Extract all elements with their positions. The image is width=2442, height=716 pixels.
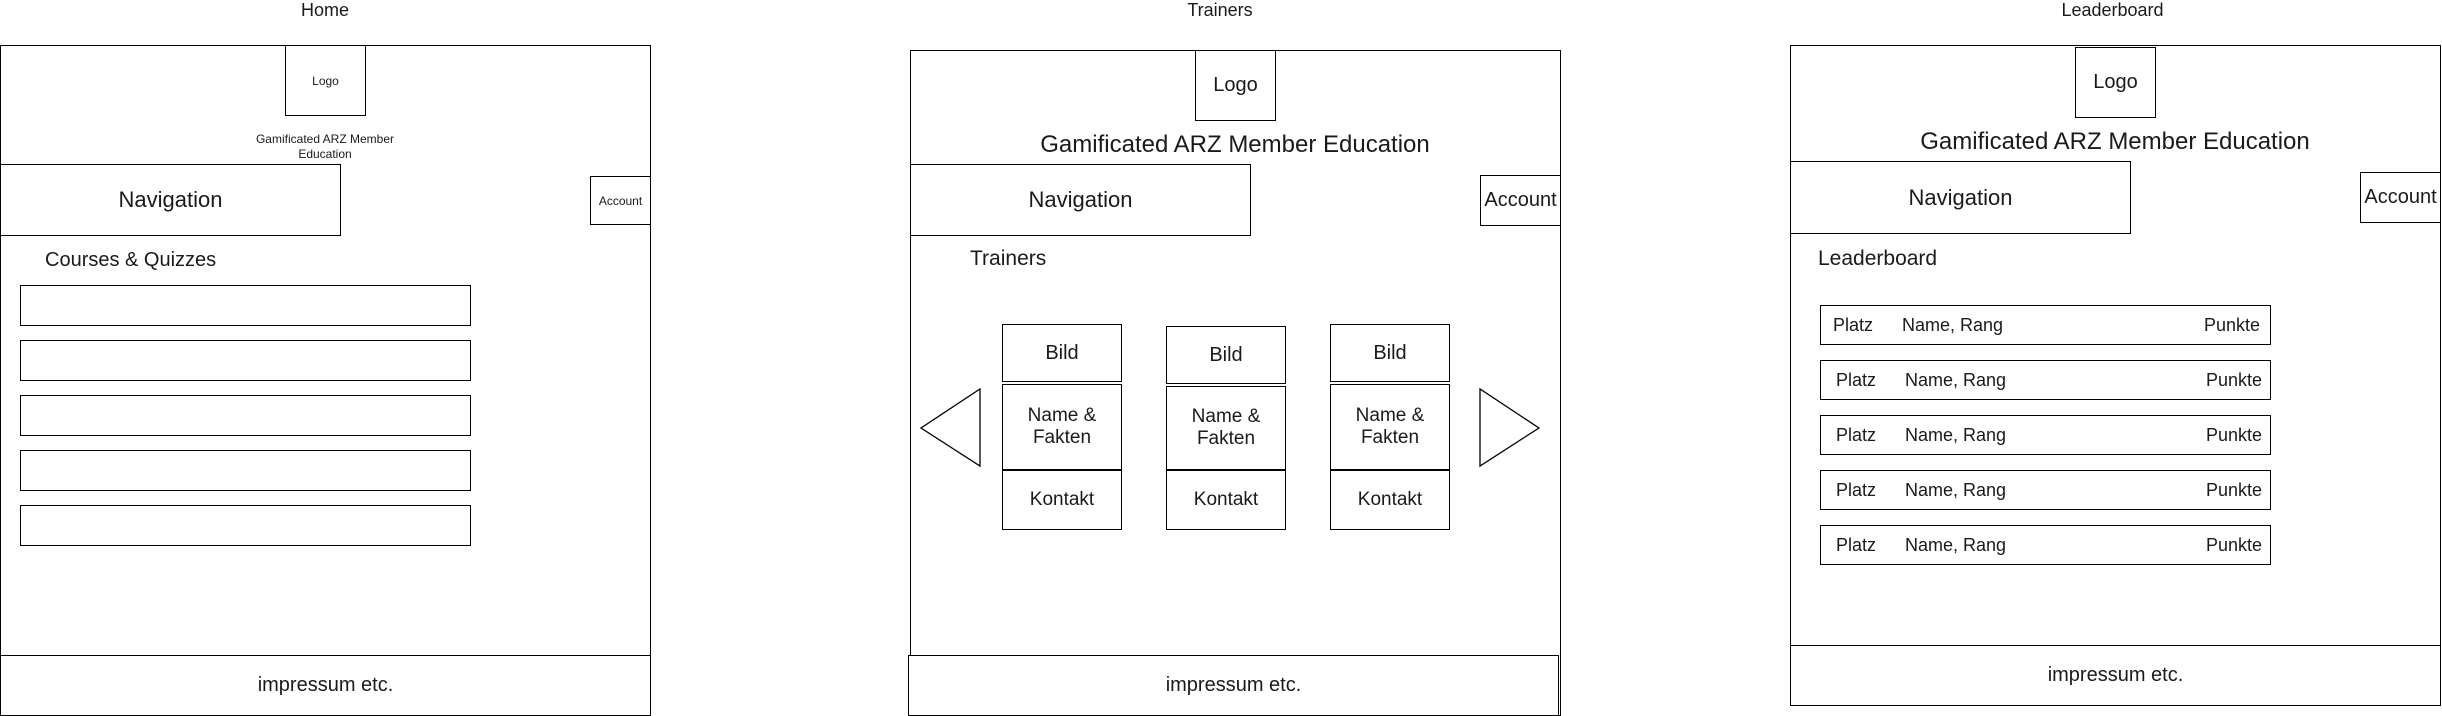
home-app-title: Gamificated ARZ Member Education (255, 132, 395, 161)
home-page-title: Home (300, 0, 349, 20)
trainer-card-image: Bild (1166, 326, 1286, 384)
trainer-card-name: Name & Fakten (1330, 384, 1450, 470)
leaderboard-name: Name, Rang (1902, 314, 2004, 335)
trainers-account-button[interactable]: Account (1480, 175, 1561, 226)
leaderboard-footer: impressum etc. (1790, 645, 2441, 706)
home-footer: impressum etc. (0, 655, 651, 716)
leaderboard-place: Platz (1836, 479, 1877, 500)
course-item[interactable] (20, 505, 471, 546)
leaderboard-points: Punkte (2205, 369, 2262, 390)
leaderboard-page-title: Leaderboard (2061, 0, 2164, 20)
leaderboard-name: Name, Rang (1905, 534, 2007, 555)
leaderboard-points: Punkte (2205, 479, 2262, 500)
leaderboard-row: Platz Name, Rang Punkte (1820, 470, 2271, 510)
trainer-card-contact[interactable]: Kontakt (1330, 470, 1450, 530)
trainer-card-contact[interactable]: Kontakt (1166, 470, 1286, 530)
trainers-page-title: Trainers (1187, 0, 1253, 20)
trainers-navigation[interactable]: Navigation (910, 164, 1251, 236)
course-item[interactable] (20, 340, 471, 381)
trainers-section-heading: Trainers (970, 247, 1047, 270)
leaderboard-name: Name, Rang (1905, 369, 2007, 390)
leaderboard-logo: Logo (2075, 47, 2156, 118)
arrow-left-icon[interactable] (918, 385, 982, 470)
leaderboard-navigation[interactable]: Navigation (1790, 161, 2131, 234)
course-item[interactable] (20, 395, 471, 436)
trainers-footer: impressum etc. (908, 655, 1559, 716)
leaderboard-row: Platz Name, Rang Punkte (1820, 415, 2271, 455)
home-navigation[interactable]: Navigation (0, 164, 341, 236)
home-section-heading: Courses & Quizzes (45, 249, 217, 271)
leaderboard-app-title: Gamificated ARZ Member Education (1920, 128, 2310, 155)
leaderboard-points: Punkte (2205, 424, 2262, 445)
leaderboard-name: Name, Rang (1905, 424, 2007, 445)
trainer-card-name: Name & Fakten (1166, 386, 1286, 470)
trainers-app-title: Gamificated ARZ Member Education (1040, 131, 1430, 158)
trainers-logo: Logo (1195, 50, 1276, 121)
leaderboard-account-button[interactable]: Account (2360, 172, 2441, 223)
trainer-card-name: Name & Fakten (1002, 384, 1122, 470)
leaderboard-place: Platz (1833, 314, 1874, 335)
leaderboard-points: Punkte (2205, 534, 2262, 555)
leaderboard-row: Platz Name, Rang Punkte (1820, 360, 2271, 400)
leaderboard-section-heading: Leaderboard (1818, 247, 1938, 270)
leaderboard-place: Platz (1836, 369, 1877, 390)
course-item[interactable] (20, 450, 471, 491)
leaderboard-points: Punkte (2203, 314, 2260, 335)
leaderboard-row: Platz Name, Rang Punkte (1820, 525, 2271, 565)
home-logo: Logo (285, 45, 366, 116)
leaderboard-place: Platz (1836, 534, 1877, 555)
home-account-button[interactable]: Account (590, 176, 651, 225)
trainer-card-image: Bild (1330, 324, 1450, 382)
course-item[interactable] (20, 285, 471, 326)
trainer-card-contact[interactable]: Kontakt (1002, 470, 1122, 530)
leaderboard-name: Name, Rang (1905, 479, 2007, 500)
leaderboard-row: Platz Name, Rang Punkte (1820, 305, 2271, 345)
trainer-card-image: Bild (1002, 324, 1122, 382)
arrow-right-icon[interactable] (1478, 385, 1542, 470)
leaderboard-place: Platz (1836, 424, 1877, 445)
